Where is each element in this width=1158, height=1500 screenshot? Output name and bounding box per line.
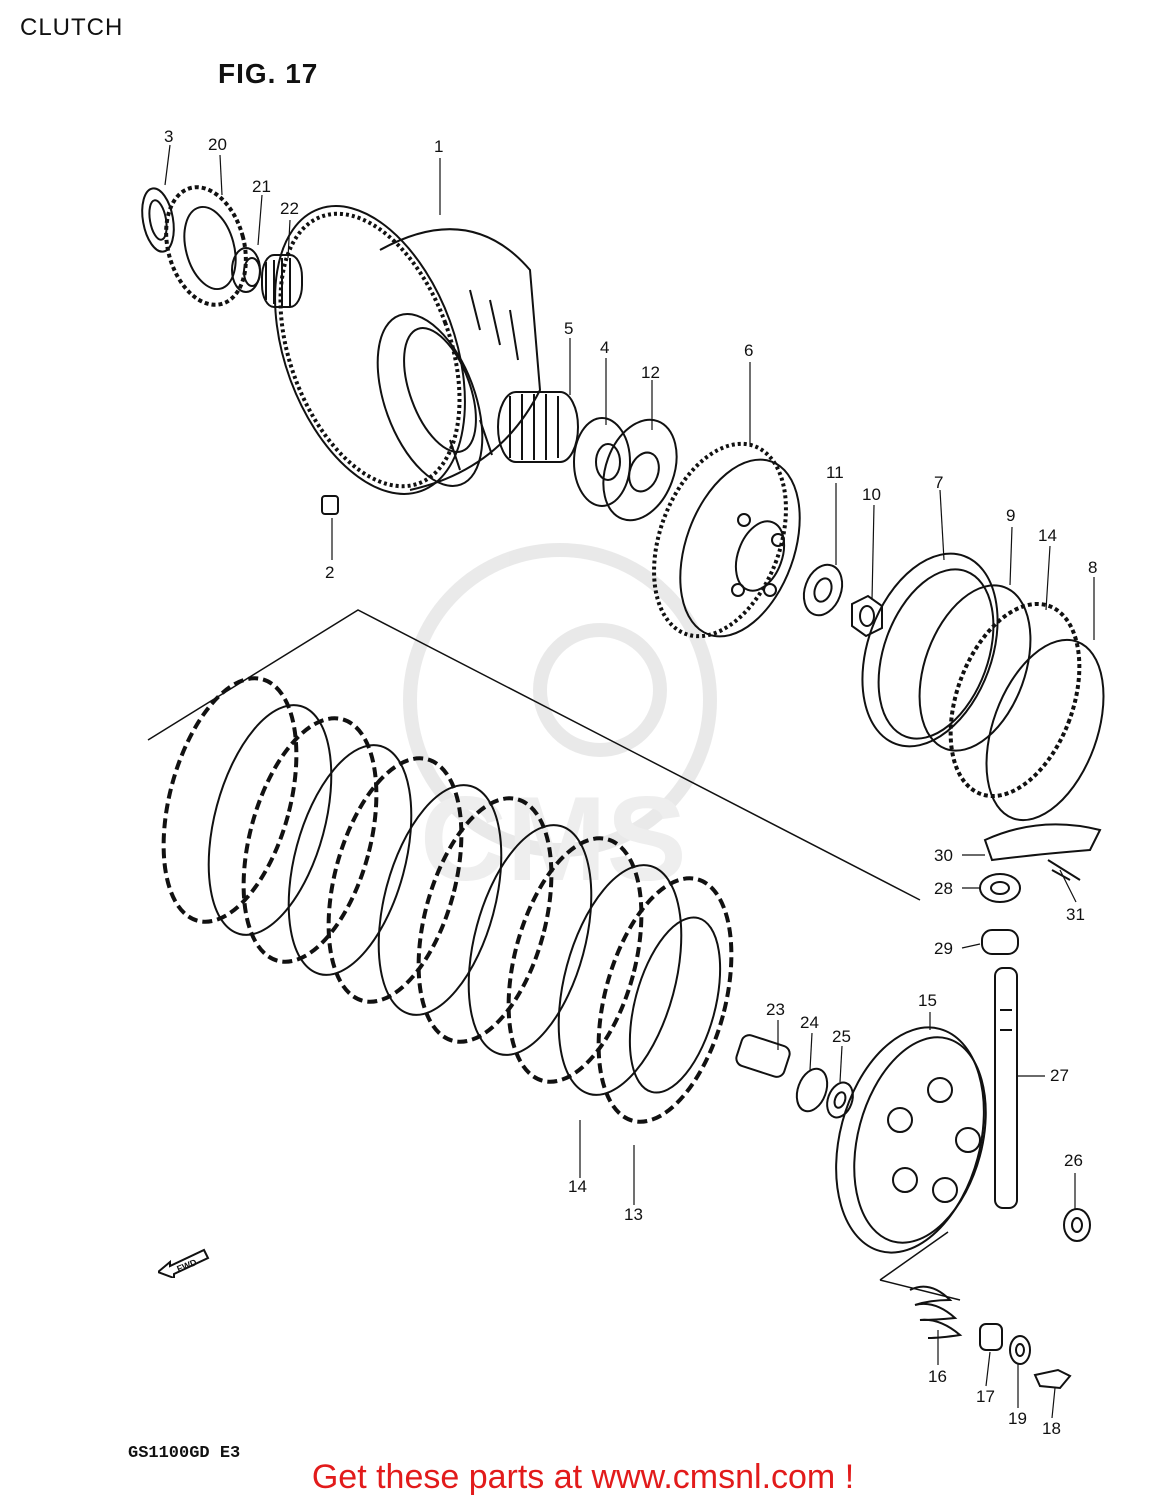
part-label-11: 11 xyxy=(826,463,844,482)
rings-set xyxy=(861,552,1105,822)
clutch-housing xyxy=(274,205,542,495)
fwd-arrow-icon: FWD xyxy=(156,1248,210,1283)
part-label-13: 13 xyxy=(624,1205,643,1224)
part-label-28: 28 xyxy=(934,879,953,898)
part-label-21: 21 xyxy=(252,177,271,196)
part-label-23: 23 xyxy=(766,1000,785,1019)
pin xyxy=(321,495,339,515)
part-label-22: 22 xyxy=(280,199,299,218)
part-label-26: 26 xyxy=(1064,1151,1083,1170)
part-label-4: 4 xyxy=(600,338,609,357)
part-label-17: 17 xyxy=(976,1387,995,1406)
part-label-9: 9 xyxy=(1006,506,1015,525)
section-title: CLUTCH xyxy=(20,14,124,41)
hub-spacers xyxy=(497,391,678,522)
part-label-2: 2 xyxy=(325,563,334,582)
part-label-7: 7 xyxy=(934,473,943,492)
part-labels: 1 2 3 4 5 6 7 8 9 10 11 12 13 14 14 15 1… xyxy=(164,127,1097,1438)
part-label-29: 29 xyxy=(934,939,953,958)
figure-title: FIG. 17 xyxy=(218,58,319,89)
pressure-plate xyxy=(835,1026,987,1254)
watermark-logo: CMS xyxy=(403,543,717,906)
part-label-14: 14 xyxy=(568,1177,587,1196)
part-label-30: 30 xyxy=(934,846,953,865)
part-label-18: 18 xyxy=(1042,1419,1061,1438)
model-code: GS1100GD E3 xyxy=(128,1444,241,1463)
part-label-8: 8 xyxy=(1088,558,1097,577)
release-shaft xyxy=(979,823,1102,1242)
cta-link[interactable]: Get these parts at www.cmsnl.com ! xyxy=(311,1458,855,1496)
leader-lines xyxy=(164,144,1095,1419)
spring-bolt-set xyxy=(909,1285,1072,1390)
part-label-31: 31 xyxy=(1066,905,1085,924)
part-label-19: 19 xyxy=(1008,1409,1027,1428)
part-label-10: 10 xyxy=(862,485,881,504)
part-label-5: 5 xyxy=(564,319,573,338)
release-parts xyxy=(735,1034,854,1119)
primary-gear-set xyxy=(141,185,303,308)
part-label-16: 16 xyxy=(928,1367,947,1386)
part-label-12: 12 xyxy=(641,363,660,382)
part-label-20: 20 xyxy=(208,135,227,154)
watermark-text: CMS xyxy=(420,772,687,906)
part-label-3: 3 xyxy=(164,127,173,146)
clutch-sleeve-hub xyxy=(652,441,801,639)
lock-washer-nut xyxy=(802,563,883,638)
part-label-14b: 14 xyxy=(1038,526,1057,545)
part-label-27: 27 xyxy=(1050,1066,1069,1085)
part-label-6: 6 xyxy=(744,341,753,360)
part-label-25: 25 xyxy=(832,1027,851,1046)
part-label-24: 24 xyxy=(800,1013,819,1032)
part-label-1: 1 xyxy=(434,137,443,156)
fwd-label: FWD xyxy=(175,1257,198,1274)
part-label-15: 15 xyxy=(918,991,937,1010)
